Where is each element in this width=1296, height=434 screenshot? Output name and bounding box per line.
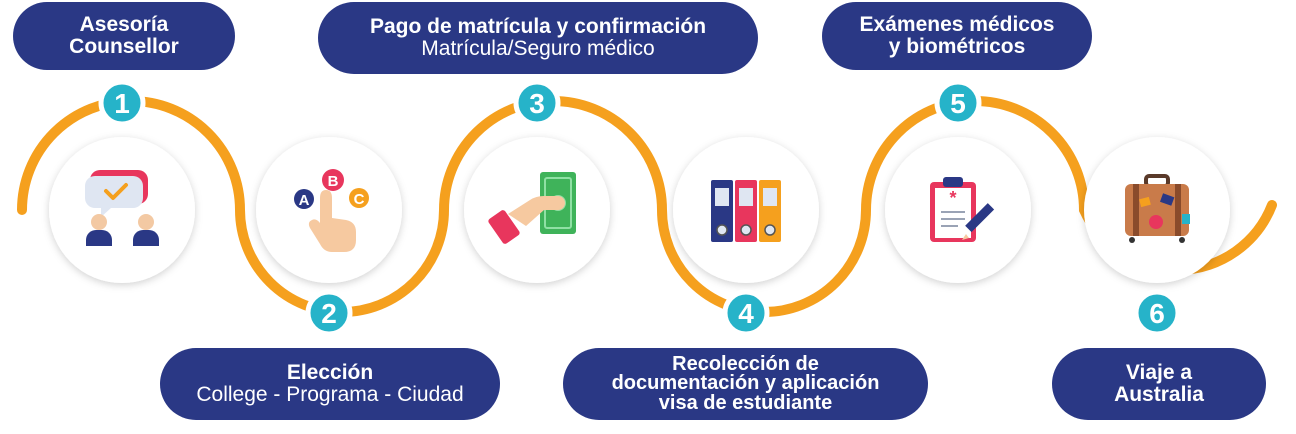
step-6-title-line-1: Viaje a [1125,360,1193,384]
step-2-number: 2 [321,298,337,329]
step-1-badge: 1 [98,79,146,127]
step-1-title-line-1: Asesoría [79,12,169,36]
step-4-label: Recolección de documentación y aplicació… [563,348,928,420]
step-4-number: 4 [738,298,754,329]
step-5-label: Exámenes médicos y biométricos [822,2,1092,70]
step-1-label: Asesoría Counsellor [13,2,235,70]
counselling-chat-icon [85,170,159,246]
step-1-circle [49,137,195,283]
step-3-badge: 3 [513,79,561,127]
step-5-title-line-2: y biométricos [888,35,1026,58]
step-3-number: 3 [529,88,545,119]
step-4-title-line-1: Recolección de [672,352,819,375]
step-3-title: Pago de matrícula y confirmación [369,14,707,38]
step-3-subtitle: Matrícula/Seguro médico [421,37,655,60]
step-1-number: 1 [114,88,130,119]
svg-text:C: C [354,191,365,208]
medical-clipboard-icon: * [930,177,995,242]
svg-text:A: A [299,192,310,209]
svg-text:B: B [328,173,339,190]
step-5-number: 5 [950,88,966,119]
abc-choice-hand-icon: A B C [294,169,369,252]
step-6-label: Viaje a Australia [1052,348,1266,420]
step-6-number: 6 [1149,298,1165,329]
step-6-badge: 6 [1133,289,1181,337]
step-2-subtitle: College - Programa - Ciudad [196,383,464,406]
step-2-badge: 2 [305,289,353,337]
step-4-title-line-2: documentación y aplicación [611,372,880,395]
step-2-title: Elección [286,360,374,384]
step-1-title-line-2: Counsellor [69,35,179,58]
document-binders-icon [711,180,781,242]
payment-cash-hand-icon [488,172,576,244]
step-4-badge: 4 [722,289,770,337]
step-5-badge: 5 [934,79,982,127]
step-2-label: Elección College - Programa - Ciudad [160,348,500,420]
timeline-wave-path [17,96,1277,317]
step-6-title-line-2: Australia [1114,383,1204,406]
svg-text:*: * [949,188,956,208]
step-3-label: Pago de matrícula y confirmación Matrícu… [318,2,758,74]
step-5-title-line-1: Exámenes médicos [859,12,1055,36]
travel-suitcase-icon [1125,174,1190,243]
step-4-title-line-3: visa de estudiante [658,391,833,414]
